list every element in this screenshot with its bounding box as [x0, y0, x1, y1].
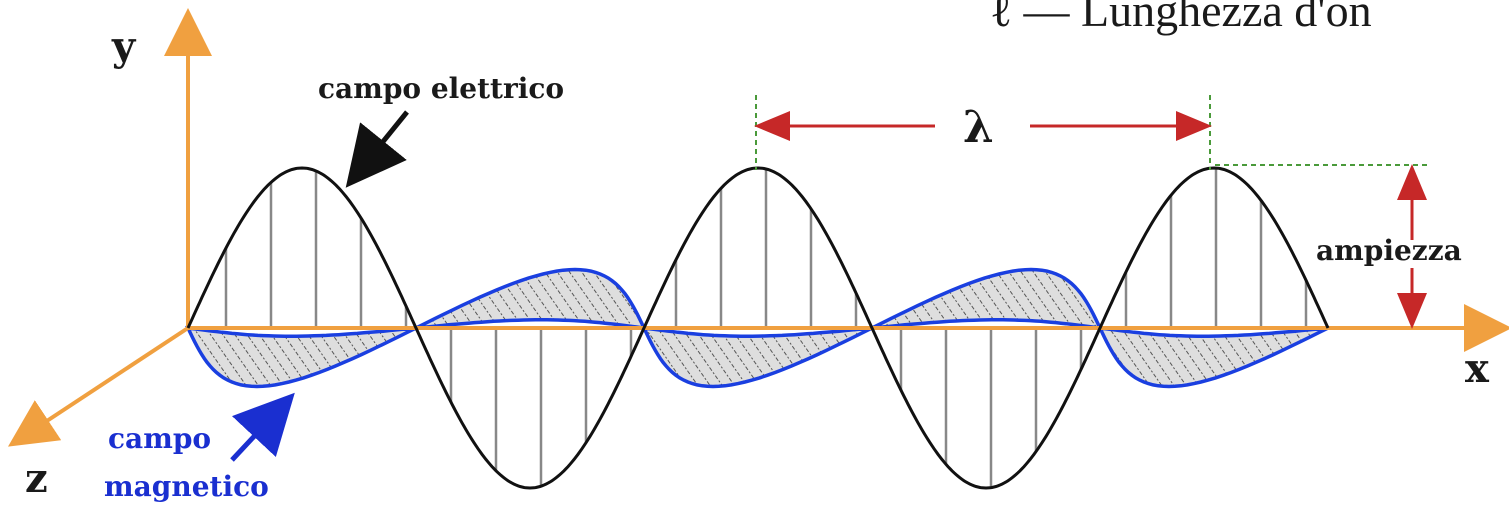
magnetic-lobe-front	[1097, 325, 1329, 389]
magnetic-lobe-front	[641, 325, 873, 389]
x-axis-label: x	[1465, 345, 1490, 392]
y-axis-label: y	[111, 23, 137, 70]
magnetic-field-label-line1: campo	[108, 422, 211, 455]
header-fragment: ℓ — Lunghezza d'on	[990, 0, 1372, 36]
axes	[7, 8, 1509, 447]
amplitude-label: ampiezza	[1316, 234, 1462, 267]
magnetic-lobe-back	[415, 267, 647, 331]
z-axis	[7, 326, 190, 447]
electric-field-wave	[186, 166, 1330, 490]
magnetic-lobe-front	[185, 325, 417, 389]
magnetic-lobe-back	[871, 267, 1103, 331]
electric-field-hatch	[224, 168, 1308, 488]
magnetic-field-pointer-arrow	[230, 392, 295, 462]
magnetic-field-label-line2: magnetico	[104, 470, 269, 503]
amplitude-annotation: ampiezza	[1215, 164, 1462, 329]
electric-field-label: campo elettrico	[318, 72, 564, 105]
wavelength-annotation: λ	[754, 95, 1212, 170]
wavelength-label: λ	[963, 102, 994, 153]
z-axis-label: z	[25, 455, 48, 502]
electric-field-pointer-arrow	[345, 110, 409, 188]
